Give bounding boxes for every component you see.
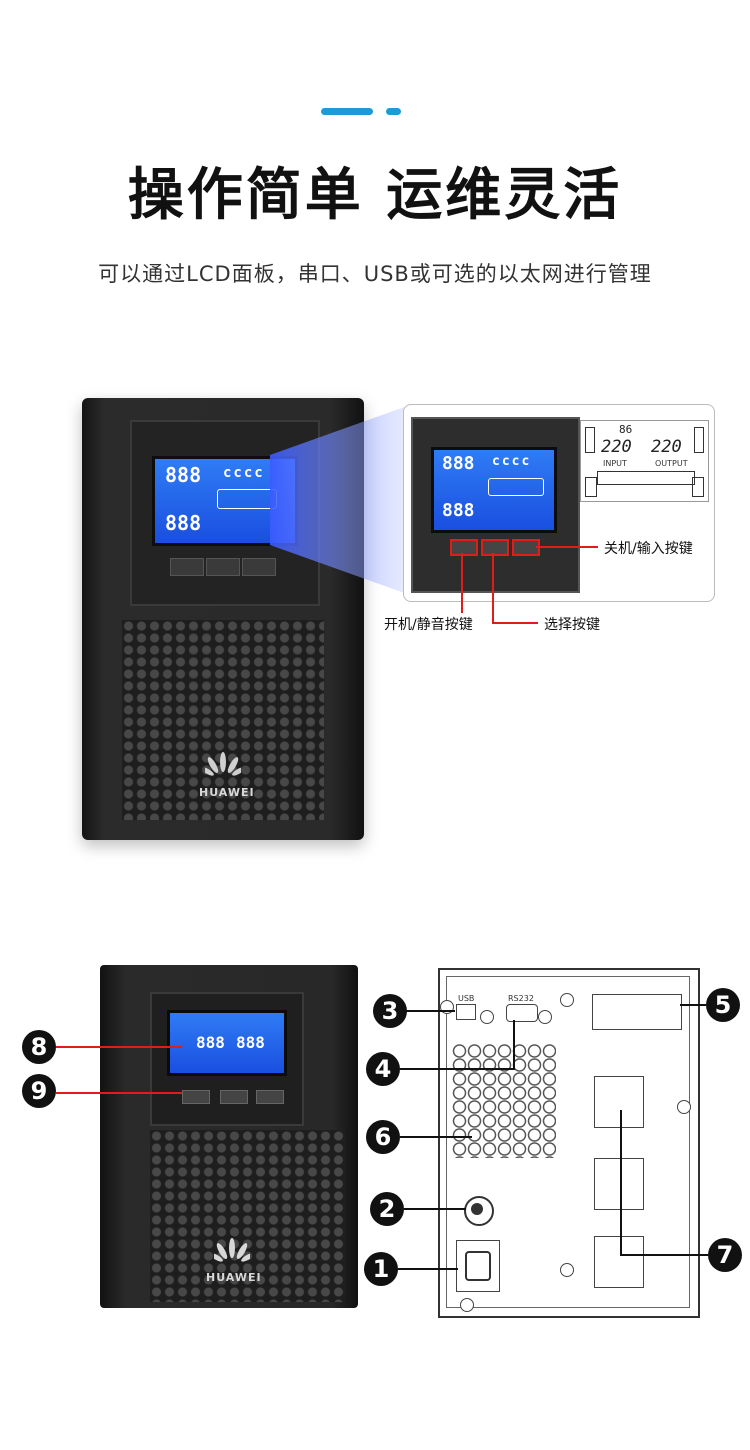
flow-path (597, 471, 695, 485)
marker-3-leader (405, 1010, 455, 1012)
marker-7-leader-v (620, 1110, 622, 1256)
lcd-bottom-digits: 888 (165, 511, 202, 535)
huawei-logo-text: HUAWEI (199, 786, 255, 799)
ac-input-socket-icon (456, 1240, 500, 1292)
front-vent-grille (122, 620, 324, 820)
label-off-input: 关机/输入按键 (604, 541, 693, 557)
battery-icon (585, 477, 597, 497)
left-level-bar (585, 427, 595, 453)
marker-4-leader-v (513, 1020, 515, 1070)
ups2-lcd-screen: 888 888 (167, 1010, 287, 1076)
output-socket-2-icon (594, 1158, 644, 1210)
ups2-lcd-right: 888 (236, 1033, 265, 1052)
headline: 操作简单 运维灵活 (127, 163, 623, 228)
marker-9-leader (56, 1092, 182, 1094)
zoom-on-mute-button[interactable] (450, 539, 478, 556)
output-voltage: 220 (651, 437, 682, 457)
right-level-bar (694, 427, 704, 453)
usb-label: USB (458, 994, 475, 1003)
breaker-icon (464, 1196, 494, 1226)
off-enter-button[interactable] (242, 558, 276, 576)
marker-4-leader-h (400, 1068, 514, 1070)
zoom-beam (270, 405, 410, 595)
zoom-select-button[interactable] (481, 539, 509, 556)
ups2-vent-grille (150, 1130, 346, 1302)
input-voltage: 220 (601, 437, 632, 457)
marker-5: 5 (706, 988, 740, 1022)
marker-5-leader (680, 1004, 706, 1006)
screw-icon (560, 1263, 574, 1277)
load-icon (692, 477, 704, 497)
output-label: OUTPUT (655, 459, 688, 468)
marker-1: 1 (364, 1252, 398, 1286)
marker-9: 9 (22, 1074, 56, 1108)
usb-port-icon (456, 1004, 476, 1020)
output-socket-1-icon (594, 1076, 644, 1128)
zoom-lcd-segments: cccc (492, 454, 532, 469)
screw-icon (677, 1100, 691, 1114)
marker-2: 2 (370, 1192, 404, 1226)
marker-7: 7 (708, 1238, 742, 1272)
screw-icon (538, 1010, 552, 1024)
lcd-layout-diagram: 86 220 220 INPUT OUTPUT (580, 420, 709, 502)
lcd-segments: cccc (223, 465, 265, 481)
select-button[interactable] (206, 558, 240, 576)
off-input-leader (536, 546, 598, 548)
subheadline: 可以通过LCD面板，串口、USB或可选的以太网进行管理 (98, 262, 652, 286)
screw-icon (560, 993, 574, 1007)
ups2-button-3[interactable] (256, 1090, 284, 1104)
lcd-top-digits: 888 (165, 463, 202, 487)
on-mute-button[interactable] (170, 558, 204, 576)
zoom-lcd-top: 888 (442, 453, 475, 474)
zoomed-lcd-screen: 888 cccc 888 (431, 447, 557, 533)
card-slot (592, 994, 682, 1030)
serial-port-icon (506, 1004, 538, 1022)
marker-7-leader-h (620, 1254, 708, 1256)
zoom-lcd-bottom: 888 (442, 500, 475, 521)
select-leader-h (492, 622, 538, 624)
ups2-button-1[interactable] (182, 1090, 210, 1104)
ups2-lcd-left: 888 (196, 1033, 225, 1052)
rs232-label: RS232 (508, 994, 534, 1003)
marker-6: 6 (366, 1120, 400, 1154)
rear-inner-frame (446, 976, 690, 1308)
marker-4: 4 (366, 1052, 400, 1086)
marker-3: 3 (373, 994, 407, 1028)
on-mute-leader (461, 553, 463, 613)
marker-2-leader (404, 1208, 466, 1210)
screw-icon (480, 1010, 494, 1024)
lcd-flow-diagram (217, 489, 277, 509)
huawei-logo-icon (201, 752, 245, 782)
marker-1-leader (398, 1268, 458, 1270)
input-label: INPUT (603, 459, 627, 468)
output-socket-3-icon (594, 1236, 644, 1288)
huawei-logo-text-2: HUAWEI (206, 1271, 262, 1284)
label-select: 选择按键 (544, 617, 600, 633)
battery-reading: 86 (619, 423, 633, 436)
huawei-logo-icon-2 (210, 1238, 254, 1268)
zoom-lcd-flow (488, 478, 544, 496)
marker-8: 8 (22, 1030, 56, 1064)
marker-6-leader (400, 1136, 472, 1138)
rear-vent-grille (452, 1044, 556, 1158)
accent-bar-long (321, 108, 373, 115)
marker-8-leader (56, 1046, 182, 1048)
label-on-mute: 开机/静音按键 (384, 617, 473, 633)
screw-icon (460, 1298, 474, 1312)
select-leader-v (492, 553, 494, 623)
accent-bar-short (386, 108, 401, 115)
ups2-button-2[interactable] (220, 1090, 248, 1104)
